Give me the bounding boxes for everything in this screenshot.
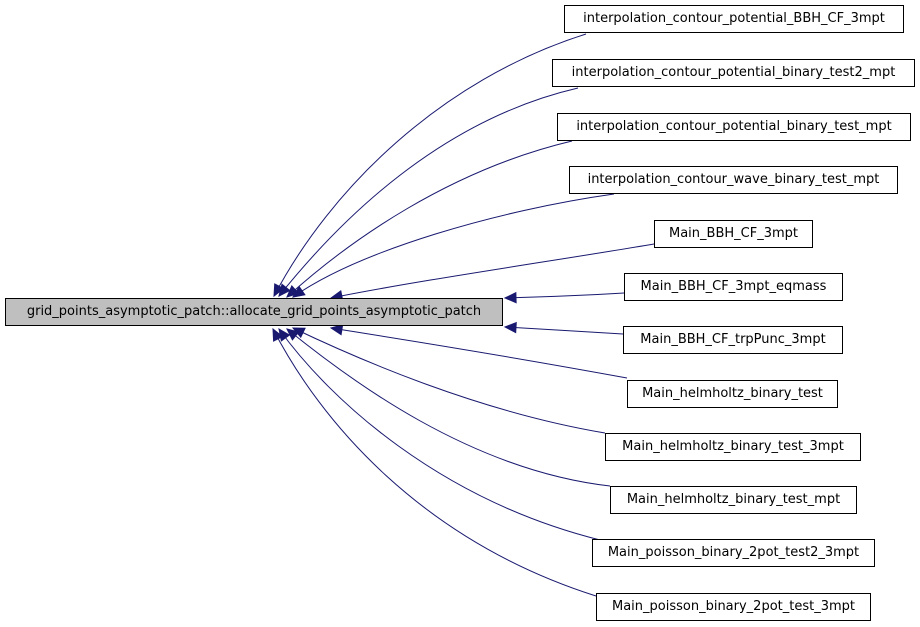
caller-node-main-poisson-binary-2pot-test2-3mpt[interactable]: Main_poisson_binary_2pot_test2_3mpt <box>592 539 875 567</box>
edge-interpolation-contour-wave-binary-test-mpt <box>292 193 615 298</box>
edge-main-bbh-cf-3mpt-eqmass <box>504 292 625 299</box>
edge-main-helmholtz-binary-test-mpt <box>286 328 611 487</box>
caller-node-main-helmholtz-binary-test-3mpt[interactable]: Main_helmholtz_binary_test_3mpt <box>605 433 861 461</box>
caller-node-interpolation-contour-potential-binary-test2-mpt[interactable]: interpolation_contour_potential_binary_t… <box>552 59 915 87</box>
edge-main-helmholtz-binary-test-mpt-arrowhead <box>286 328 300 341</box>
edge-interpolation-contour-wave-binary-test-mpt-arrowhead <box>292 285 306 298</box>
edge-main-bbh-cf-3mpt-eqmass-arrowhead <box>503 291 517 304</box>
edge-interpolation-contour-potential-binary-test2-mpt-arrowhead <box>278 283 291 297</box>
edge-main-helmholtz-binary-test-3mpt <box>292 327 606 434</box>
caller-node-interpolation-contour-potential-binary-test-mpt[interactable]: interpolation_contour_potential_binary_t… <box>557 113 911 141</box>
caller-node-main-poisson-binary-2pot-test-3mpt[interactable]: Main_poisson_binary_2pot_test_3mpt <box>596 593 871 621</box>
caller-node-interpolation-contour-wave-binary-test-mpt[interactable]: interpolation_contour_wave_binary_test_m… <box>569 166 898 194</box>
edge-main-bbh-cf-trppunc-3mpt-arrowhead <box>503 321 517 334</box>
caller-node-main-bbh-cf-3mpt[interactable]: Main_BBH_CF_3mpt <box>654 220 813 248</box>
edge-interpolation-contour-potential-bbh-cf-3mpt <box>273 33 587 297</box>
caller-node-main-helmholtz-binary-test[interactable]: Main_helmholtz_binary_test <box>627 380 838 408</box>
edge-main-poisson-binary-2pot-test-3mpt <box>272 328 597 597</box>
root-function-node: grid_points_asymptotic_patch::allocate_g… <box>5 298 503 326</box>
caller-node-main-helmholtz-binary-test-mpt[interactable]: Main_helmholtz_binary_test_mpt <box>610 486 857 514</box>
edge-interpolation-contour-potential-binary-test-mpt <box>286 140 573 298</box>
caller-node-main-bbh-cf-3mpt-eqmass[interactable]: Main_BBH_CF_3mpt_eqmass <box>624 273 843 301</box>
edge-main-bbh-cf-trppunc-3mpt <box>504 326 624 335</box>
edge-main-helmholtz-binary-test <box>330 327 628 379</box>
edge-interpolation-contour-potential-binary-test2-mpt <box>278 87 579 297</box>
caller-node-main-bbh-cf-trppunc-3mpt[interactable]: Main_BBH_CF_trpPunc_3mpt <box>623 326 843 354</box>
edge-main-bbh-cf-3mpt <box>330 243 655 299</box>
edge-main-poisson-binary-2pot-test2-3mpt <box>278 328 601 541</box>
edge-main-helmholtz-binary-test-arrowhead <box>329 324 344 336</box>
caller-node-interpolation-contour-potential-bbh-cf-3mpt[interactable]: interpolation_contour_potential_BBH_CF_3… <box>564 5 904 33</box>
edge-interpolation-contour-potential-bbh-cf-3mpt-arrowhead <box>273 283 285 298</box>
edge-main-poisson-binary-2pot-test-3mpt-arrowhead <box>272 327 284 342</box>
